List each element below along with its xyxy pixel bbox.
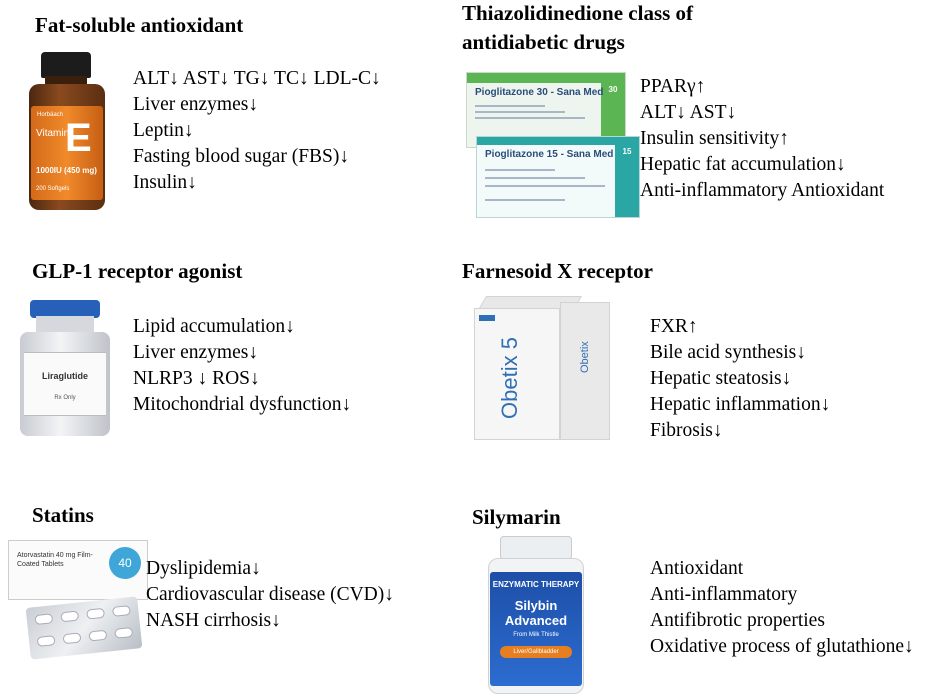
- atorvastatin-pack-image: Atorvastatin 40 mg Film-Coated Tablets 4…: [8, 540, 148, 660]
- effect-item: Bile acid synthesis↓: [650, 342, 806, 363]
- effect-item: Hepatic steatosis↓: [650, 368, 792, 389]
- obetix-name: Obetix 5: [497, 337, 522, 419]
- silybin-band: Liver/Gallbladder: [500, 646, 572, 658]
- vitamin-dose: 1000IU (450 mg): [36, 166, 97, 175]
- liraglutide-vial-image: Liraglutide Rx Only: [20, 300, 110, 436]
- pio-back-strength: 30: [601, 73, 625, 147]
- pio-back-title: Pioglitazone 30 - Sana Med: [475, 87, 604, 98]
- effect-item: Anti-inflammatory Antioxidant: [640, 180, 885, 201]
- vitamin-count: 200 Softgels: [36, 186, 70, 192]
- pio-front-title: Pioglitazone 15 - Sana Med: [485, 149, 614, 160]
- effect-item: Liver enzymes↓: [133, 94, 259, 115]
- effects-thiazolidinedione: PPARγ↑ ALT↓ AST↓ Insulin sensitivity↑ He…: [640, 74, 884, 204]
- vial-name: Liraglutide: [41, 371, 88, 381]
- effects-vitamin-e: ALT↓ AST↓ TG↓ TC↓ LDL-C↓ Liver enzymes↓ …: [133, 66, 381, 196]
- vitamin-name: Vitamin: [36, 128, 70, 139]
- effect-item: Cardiovascular disease (CVD)↓: [146, 584, 395, 605]
- effect-item: FXR↑: [650, 316, 698, 337]
- atorvastatin-name: Atorvastatin 40 mg Film-Coated Tablets: [17, 552, 93, 568]
- title-line: antidiabetic drugs: [462, 30, 625, 54]
- silybin-sub: From Milk Thistle: [513, 632, 559, 638]
- title-thiazolidinedione: Thiazolidinedione class of antidiabetic …: [462, 0, 693, 56]
- effect-item: Fasting blood sugar (FBS)↓: [133, 146, 350, 167]
- vitamin-e-bottle-image: Horbäach Vitamin E 1000IU (450 mg) 200 S…: [29, 52, 109, 216]
- effect-item: Mitochondrial dysfunction↓: [133, 394, 352, 415]
- effect-item: Hepatic fat accumulation↓: [640, 154, 846, 175]
- effect-item: Hepatic inflammation↓: [650, 394, 831, 415]
- effect-item: Antifibrotic properties: [650, 610, 825, 631]
- title-silymarin: Silymarin: [472, 505, 561, 529]
- effect-item: Oxidative process of glutathione↓: [650, 636, 914, 657]
- effects-glp1: Lipid accumulation↓ Liver enzymes↓ NLRP3…: [133, 314, 351, 418]
- vial-rx: Rx Only: [54, 395, 76, 401]
- title-glp1-receptor-agonist: GLP-1 receptor agonist: [32, 259, 243, 283]
- effect-item: Fibrosis↓: [650, 420, 723, 441]
- effects-silymarin: Antioxidant Anti-inflammatory Antifibrot…: [650, 556, 914, 660]
- pio-front-strength: 15: [615, 137, 639, 217]
- effect-item: NLRP3 ↓ ROS↓: [133, 368, 260, 389]
- effects-statins: Dyslipidemia↓ Cardiovascular disease (CV…: [146, 556, 394, 634]
- effect-item: Insulin sensitivity↑: [640, 128, 789, 149]
- atorvastatin-dose: 40: [109, 547, 141, 579]
- vitamin-brand: Horbäach: [37, 112, 64, 118]
- silybin-bottle-image: ENZYMATIC THERAPY Silybin Advanced From …: [484, 536, 588, 694]
- vitamin-letter: E: [65, 116, 92, 160]
- silybin-name: Silybin Advanced: [504, 598, 568, 628]
- title-statins: Statins: [32, 503, 94, 527]
- silybin-brand: ENZYMATIC THERAPY: [492, 580, 580, 589]
- title-farnesoid-x-receptor: Farnesoid X receptor: [462, 259, 653, 283]
- effect-item: ALT↓ AST↓ TG↓ TC↓ LDL-C↓: [133, 68, 381, 89]
- title-line: Thiazolidinedione class of: [462, 1, 694, 25]
- effect-item: Anti-inflammatory: [650, 584, 798, 605]
- effect-item: PPARγ↑: [640, 76, 706, 97]
- effect-item: Lipid accumulation↓: [133, 316, 295, 337]
- title-fat-soluble-antioxidant: Fat-soluble antioxidant: [35, 13, 244, 37]
- effect-item: NASH cirrhosis↓: [146, 610, 281, 631]
- effect-item: Antioxidant: [650, 558, 744, 579]
- effect-item: Leptin↓: [133, 120, 194, 141]
- obetix-side-name: Obetix: [579, 341, 591, 373]
- effects-fxr: FXR↑ Bile acid synthesis↓ Hepatic steato…: [650, 314, 830, 444]
- pioglitazone-boxes-image: 30 Pioglitazone 30 - Sana Med 15 Pioglit…: [466, 72, 642, 220]
- effect-item: Liver enzymes↓: [133, 342, 259, 363]
- effect-item: Insulin↓: [133, 172, 197, 193]
- effect-item: Dyslipidemia↓: [146, 558, 261, 579]
- obetix-box-image: Obetix 5 Obetix: [474, 296, 612, 442]
- effect-item: ALT↓ AST↓: [640, 102, 737, 123]
